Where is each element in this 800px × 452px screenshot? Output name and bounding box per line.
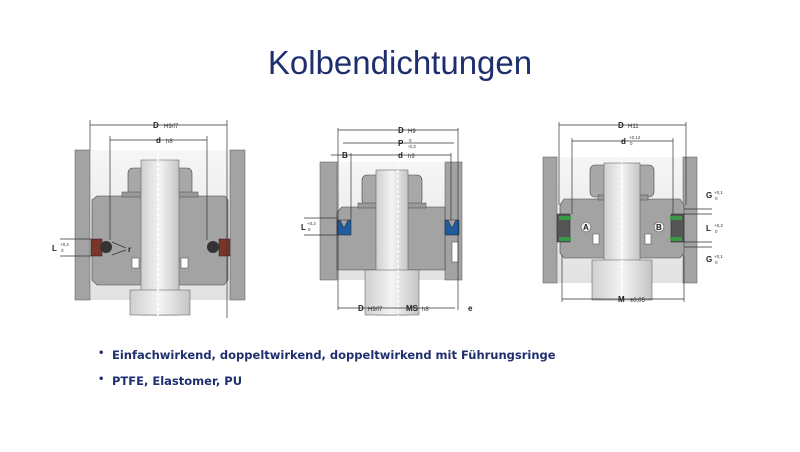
svg-text:G: G xyxy=(706,191,712,200)
seal-right xyxy=(670,213,685,243)
svg-text:0: 0 xyxy=(715,229,718,234)
svg-text:+0,1: +0,1 xyxy=(714,190,723,195)
cylinder-wall-right xyxy=(229,149,246,301)
piston-rod xyxy=(140,159,180,316)
guide-ring-left-bottom xyxy=(559,237,571,241)
svg-text:+0,2: +0,2 xyxy=(307,221,316,226)
svg-text:D: D xyxy=(398,126,404,135)
svg-text:0: 0 xyxy=(715,196,718,201)
svg-text:+0,1: +0,1 xyxy=(714,254,723,259)
svg-text:A: A xyxy=(583,223,589,232)
svg-text:P: P xyxy=(398,139,404,148)
svg-text:0: 0 xyxy=(715,260,718,265)
bullet-list: •Einfachwirkend, doppeltwirkend, doppelt… xyxy=(98,348,556,400)
slide-title: Kolbendichtungen xyxy=(267,44,533,81)
svg-text:h8: h8 xyxy=(422,307,429,313)
svg-text:H11: H11 xyxy=(628,124,639,130)
svg-text:r: r xyxy=(128,245,131,254)
o-ring-right xyxy=(207,241,219,253)
bullet-text: PTFE, Elastomer, PU xyxy=(112,374,243,388)
svg-text:d: d xyxy=(398,151,403,160)
svg-text:L: L xyxy=(706,224,711,233)
svg-text:H9: H9 xyxy=(408,129,416,135)
svg-text:L: L xyxy=(301,223,306,232)
svg-text:G: G xyxy=(706,255,712,264)
svg-text:0: 0 xyxy=(308,227,311,232)
svg-text:H9/f7: H9/f7 xyxy=(164,124,179,130)
seal-right xyxy=(444,219,460,236)
svg-text:d: d xyxy=(156,136,161,145)
svg-text:0: 0 xyxy=(630,141,633,146)
svg-text:D: D xyxy=(618,121,624,130)
svg-text:H9/f7: H9/f7 xyxy=(368,307,383,313)
svg-text:L: L xyxy=(52,244,57,253)
svg-text:±0,05: ±0,05 xyxy=(630,298,646,304)
svg-text:D: D xyxy=(358,304,364,313)
guide-ring-left-top xyxy=(559,216,571,220)
svg-text:0: 0 xyxy=(61,248,64,253)
svg-text:+0,2: +0,2 xyxy=(714,223,723,228)
svg-text:M: M xyxy=(618,295,625,304)
svg-text:e: e xyxy=(468,304,473,313)
svg-text:D: D xyxy=(153,121,159,130)
seal-left xyxy=(336,219,352,236)
o-ring-left xyxy=(100,241,112,253)
svg-text:h9: h9 xyxy=(408,154,415,160)
cylinder-wall-left xyxy=(74,149,91,301)
diagram-single-acting: D H9/f7 d h8 L +0,20 r xyxy=(52,118,246,318)
svg-text:+0,12: +0,12 xyxy=(629,135,641,140)
seal-right xyxy=(218,238,231,257)
bullet-item: •Einfachwirkend, doppeltwirkend, doppelt… xyxy=(98,348,556,362)
bullet-text: Einfachwirkend, doppeltwirkend, doppeltw… xyxy=(112,348,556,362)
svg-text:+0,2: +0,2 xyxy=(60,242,69,247)
svg-text:B: B xyxy=(656,223,662,232)
svg-text:0: 0 xyxy=(409,138,412,143)
svg-text:d: d xyxy=(621,137,626,146)
svg-text:-0,3: -0,3 xyxy=(408,144,416,149)
svg-text:h8: h8 xyxy=(166,139,173,145)
bullet-item: •PTFE, Elastomer, PU xyxy=(98,374,243,388)
seal-left xyxy=(556,213,571,243)
svg-text:MS: MS xyxy=(406,304,419,313)
svg-text:B: B xyxy=(342,151,348,160)
